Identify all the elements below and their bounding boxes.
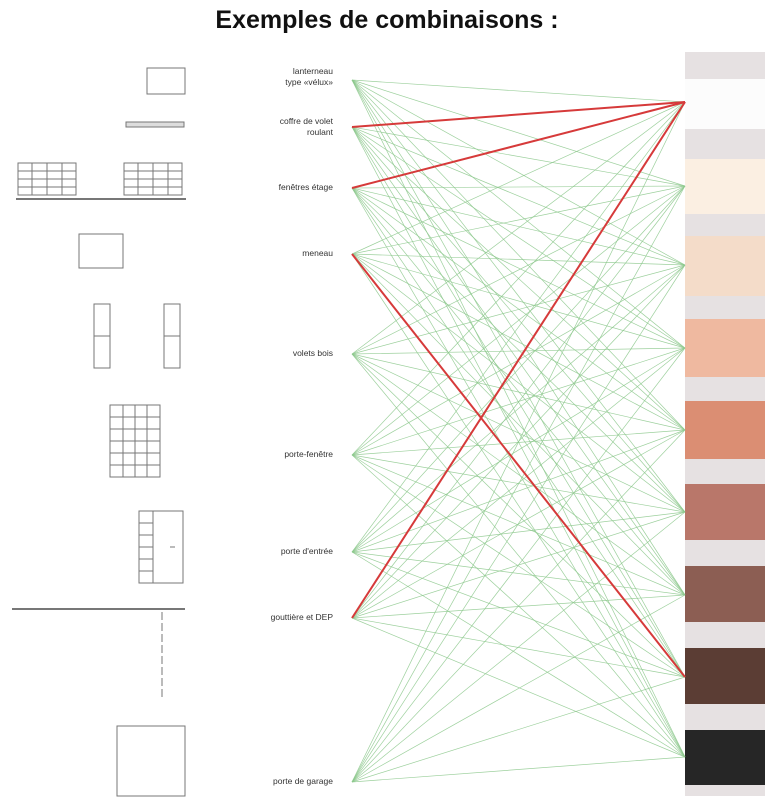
link-line [351,101,686,783]
link-line [351,253,686,758]
element-label-fenetres-etage: fenêtres étage [278,182,333,192]
color-swatch [685,79,765,129]
link-line [351,253,686,596]
link-line [351,126,686,187]
link-line [351,79,686,266]
link-line [351,264,686,355]
link-line [351,79,686,349]
link-line [351,551,686,758]
highlight-line [351,101,686,128]
link-line [351,101,686,355]
link-line [351,187,686,349]
link-line [351,511,686,783]
link-line [351,253,686,266]
link-line [351,79,686,187]
link-line [351,353,686,513]
element-label-porte-fenetre: porte-fenêtre [284,449,333,459]
link-line [351,617,686,678]
element-label-porte-garage: porte de garage [272,776,333,786]
link-line [351,264,686,553]
link-line [351,185,686,189]
link-line [351,126,686,513]
highlight-line [351,253,686,678]
link-line [351,353,686,758]
element-label-gouttiere: gouttière et DEP [270,612,333,622]
link-line [351,429,686,783]
link-line [351,454,686,596]
shutter-box-drawing [125,121,185,128]
link-line [351,187,686,431]
link-line [351,126,686,349]
link-line [351,187,686,758]
link-line [351,253,686,349]
link-line [351,79,686,758]
link-line [351,264,686,783]
link-line [351,79,686,513]
color-swatch [685,319,765,377]
link-line [351,353,686,596]
link-line [351,594,686,783]
link-line [351,353,686,678]
color-swatch [685,566,765,622]
element-label-porte-entree: porte d'entrée [280,546,333,556]
link-line [351,347,686,553]
upper-windows-drawing [16,162,186,200]
link-line [351,454,686,678]
link-line [351,101,686,456]
link-lines [351,79,686,783]
link-line [351,185,686,456]
garage-door-drawing [116,725,186,797]
link-line [351,347,686,355]
skylight-drawing [146,67,186,95]
link-line [351,756,686,783]
french-window-drawing [109,404,161,478]
link-line [351,347,686,619]
color-swatch [685,648,765,704]
gutter-drawing [12,608,185,698]
link-line [351,253,686,431]
link-line [351,185,686,553]
link-line [351,676,686,783]
link-line [351,617,686,758]
link-line [351,101,686,255]
highlight-line [351,101,686,189]
link-line [351,79,686,678]
link-line [351,353,686,431]
link-line [351,185,686,255]
color-swatch [685,159,765,214]
link-line [351,347,686,783]
link-line [351,79,686,431]
element-label-meneau: meneau [302,248,333,258]
link-line [351,101,686,553]
link-line [351,187,686,266]
link-line [351,79,686,596]
mullion-drawing [78,233,124,269]
color-swatch [685,401,765,459]
link-line [351,511,686,553]
link-line [351,185,686,619]
link-line [351,185,686,783]
link-line [351,187,686,513]
link-line [351,185,686,355]
link-line [351,126,686,266]
link-line [351,79,686,103]
highlight-line [351,101,686,619]
page-title: Exemples de combinaisons : [215,6,559,34]
wooden-shutters-drawing [93,303,181,369]
color-swatch [685,730,765,785]
front-door-drawing [138,510,184,584]
link-line [351,253,686,513]
element-label-volets-bois: volets bois [292,348,333,358]
color-swatch [685,484,765,540]
link-line [351,187,686,678]
color-swatch [685,236,765,296]
